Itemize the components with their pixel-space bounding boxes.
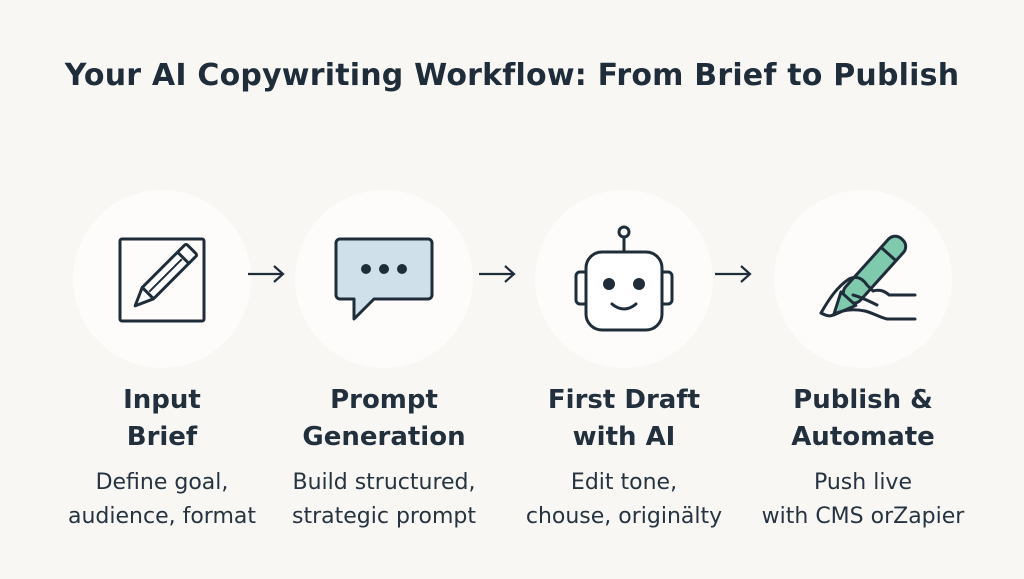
step-title: Input Brief — [47, 382, 277, 456]
chat-bubble-icon — [334, 237, 434, 321]
step-title-line: Prompt — [330, 385, 438, 415]
workflow-step-input-brief: Input Brief Define goal, audience, forma… — [47, 190, 277, 534]
step-icon-circle — [295, 190, 473, 368]
page-title: Your AI Copywriting Workflow: From Brief… — [64, 58, 960, 93]
step-description: Push live with CMS orZapier — [748, 466, 978, 534]
arrow-right-icon — [479, 265, 516, 283]
step-description-line: audience, format — [68, 504, 256, 529]
step-icon-circle — [535, 190, 713, 368]
step-title-line: Automate — [791, 422, 935, 452]
workflow-step-prompt-generation: Prompt Generation Build structured, stra… — [269, 190, 499, 534]
step-title-line: with AI — [572, 422, 676, 452]
step-description: Build structured, strategic prompt — [269, 466, 499, 534]
step-description-line: Define goal, — [95, 470, 229, 495]
step-description: Edit tone, chouse, originälty — [509, 466, 739, 534]
step-description-line: Push live — [813, 470, 912, 495]
arrow-right-icon — [248, 265, 285, 283]
step-title-line: Brief — [126, 422, 198, 452]
pencil-in-square-icon — [118, 237, 206, 323]
arrow-right-icon — [715, 265, 752, 283]
step-title: Prompt Generation — [269, 382, 499, 456]
workflow-step-publish-automate: Publish & Automate Push live with CMS or… — [748, 190, 978, 534]
step-title: First Draft with AI — [509, 382, 739, 456]
step-title-line: Input — [123, 385, 201, 415]
step-description-line: with CMS orZapier — [761, 504, 965, 529]
step-title-line: Publish & — [793, 385, 933, 415]
step-title-line: Generation — [302, 422, 466, 452]
step-title-line: First Draft — [547, 385, 701, 415]
step-description-line: strategic prompt — [292, 504, 476, 529]
step-description: Define goal, audience, format — [47, 466, 277, 534]
hand-writing-pen-icon — [819, 234, 917, 321]
step-description-line: Edit tone, — [570, 470, 678, 495]
step-description-line: chouse, originälty — [525, 504, 723, 529]
step-description-line: Build structured, — [292, 470, 476, 495]
step-title: Publish & Automate — [748, 382, 978, 456]
workflow-step-first-draft: First Draft with AI Edit tone, chouse, o… — [509, 190, 739, 534]
step-icon-circle — [73, 190, 251, 368]
step-icon-circle — [774, 190, 952, 368]
robot-icon — [574, 225, 674, 332]
